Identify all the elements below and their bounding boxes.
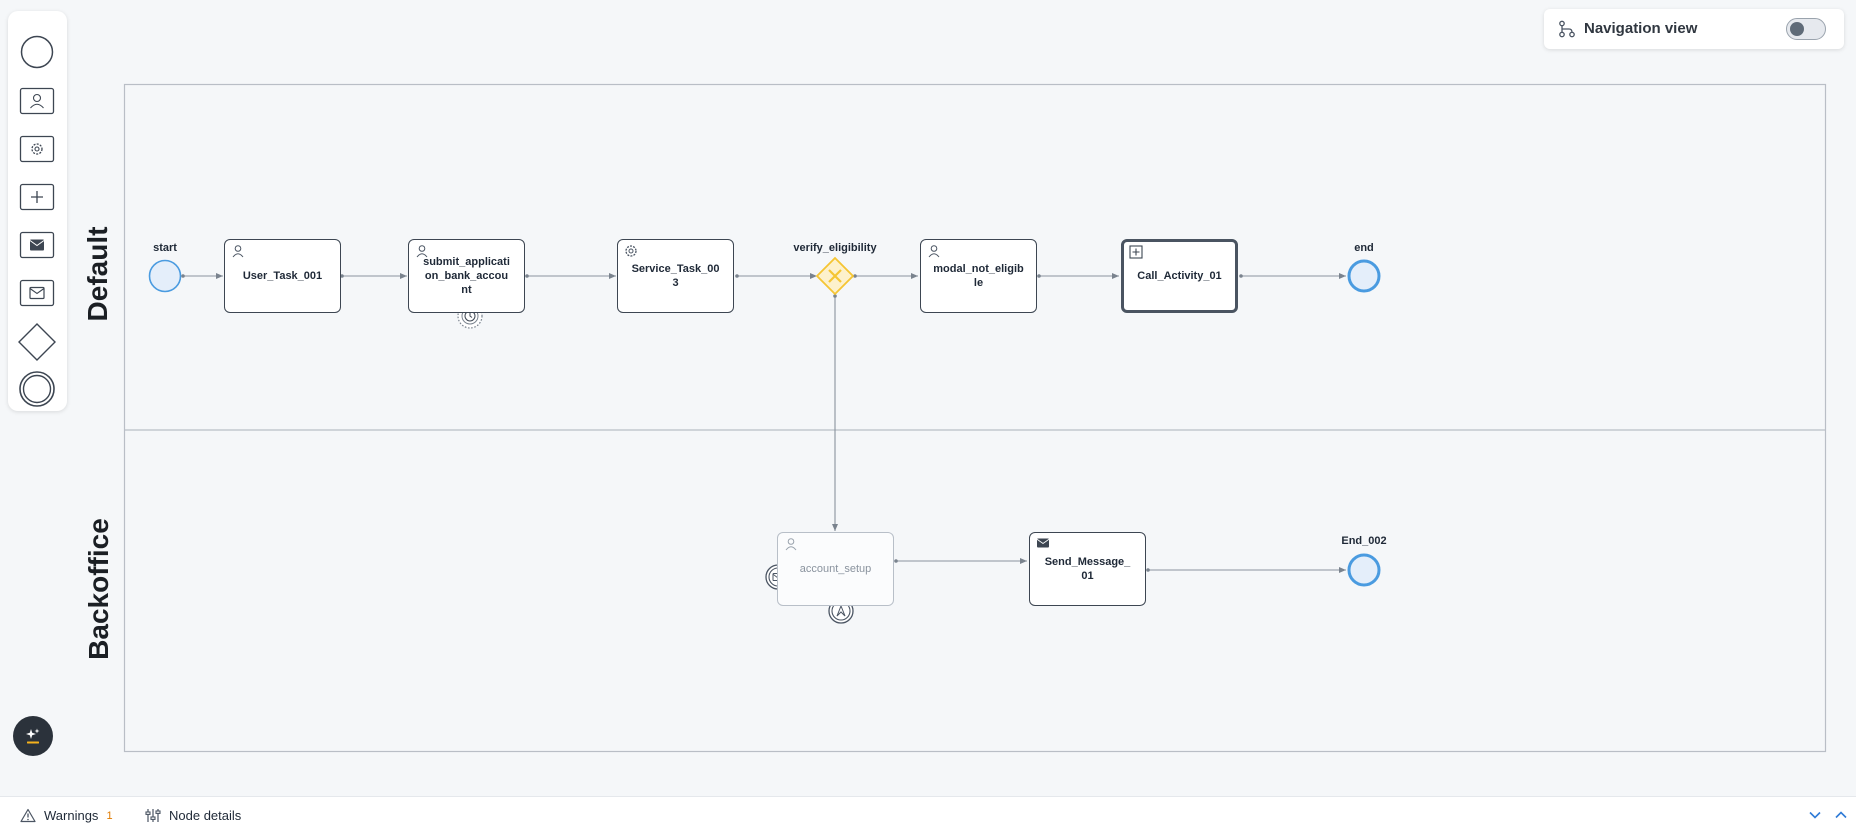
chevron-up-icon[interactable] [1834, 808, 1848, 822]
task-label: modal_not_eligible [933, 263, 1024, 289]
start-event-label: start [153, 242, 177, 254]
connection-points [181, 274, 1243, 572]
navigation-view-label: Navigation view [1584, 20, 1698, 37]
palette-user-task[interactable] [17, 81, 57, 121]
task-label: submit_application_bank_account [423, 256, 510, 296]
task-label: account_setup [799, 563, 872, 575]
send-message-icon [19, 231, 55, 259]
account-setup-task[interactable]: account_setup [777, 532, 894, 606]
node-details-label: Node details [169, 808, 242, 823]
end-002-label: End_002 [1341, 535, 1387, 547]
lane-label-default: Default [82, 226, 113, 322]
palette-end-event[interactable] [17, 369, 57, 409]
start-event-icon [20, 35, 54, 69]
gear-icon [625, 245, 637, 257]
ai-assistant-button[interactable] [13, 716, 53, 756]
submit-application-task[interactable]: submit_application_bank_account [408, 239, 525, 313]
envelope-icon [1036, 538, 1050, 548]
warnings-count-badge: 1 [106, 809, 113, 822]
lane-label-backoffice: Backoffice [83, 518, 114, 660]
warnings-label: Warnings [44, 808, 99, 823]
task-label: Send_Message_01 [1044, 556, 1131, 582]
gateway-label: verify_eligibility [793, 242, 877, 254]
diagram-connectors [123, 83, 1827, 753]
plus-square-icon [1129, 245, 1143, 259]
service-task-003[interactable]: Service_Task_003 [617, 239, 734, 313]
palette-service-task[interactable] [17, 129, 57, 169]
user-task-icon [19, 87, 55, 115]
start-event[interactable] [148, 259, 182, 293]
task-label: Call_Activity_01 [1137, 270, 1222, 282]
flow-icon [1559, 20, 1575, 38]
palette-gateway[interactable] [17, 322, 57, 362]
end-002-event[interactable] [1347, 553, 1381, 587]
user-task-001[interactable]: User_Task_001 [224, 239, 341, 313]
service-task-icon [19, 135, 55, 163]
navigation-view-panel: Navigation view [1544, 9, 1844, 49]
gateway-icon [18, 323, 56, 361]
sequence-flows [182, 273, 1346, 573]
warnings-tab[interactable]: Warnings 1 [20, 797, 113, 834]
receive-message-icon [19, 279, 55, 307]
pool-border [123, 83, 1827, 753]
verify-eligibility-gateway[interactable] [815, 256, 855, 296]
user-icon [232, 245, 244, 258]
end-event-icon [19, 371, 55, 407]
task-label: User_Task_001 [242, 270, 323, 282]
subprocess-icon [19, 183, 55, 211]
warning-icon [20, 808, 36, 823]
user-icon [785, 538, 797, 551]
sparkle-icon [26, 728, 40, 744]
end-event-label: end [1354, 242, 1374, 254]
palette-send-message[interactable] [17, 225, 57, 265]
palette-start-event[interactable] [17, 32, 57, 72]
sliders-icon [145, 809, 161, 822]
node-details-tab[interactable]: Node details [145, 797, 241, 834]
bpmn-canvas[interactable]: Default Backoffice start verify_eligibil… [0, 0, 1856, 790]
call-activity-01[interactable]: Call_Activity_01 [1121, 239, 1238, 313]
user-icon [416, 245, 428, 258]
palette-receive-message[interactable] [17, 273, 57, 313]
send-message-01-task[interactable]: Send_Message_01 [1029, 532, 1146, 606]
task-label: Service_Task_003 [631, 263, 720, 289]
chevron-down-icon[interactable] [1808, 808, 1822, 822]
element-palette [8, 11, 67, 411]
modal-not-eligible-task[interactable]: modal_not_eligible [920, 239, 1037, 313]
navigation-view-toggle[interactable] [1786, 18, 1826, 40]
toggle-knob [1790, 22, 1804, 36]
user-icon [928, 245, 940, 258]
palette-subprocess[interactable] [17, 177, 57, 217]
bottom-panel-bar: Warnings 1 Node details [0, 796, 1856, 834]
end-event[interactable] [1347, 259, 1381, 293]
